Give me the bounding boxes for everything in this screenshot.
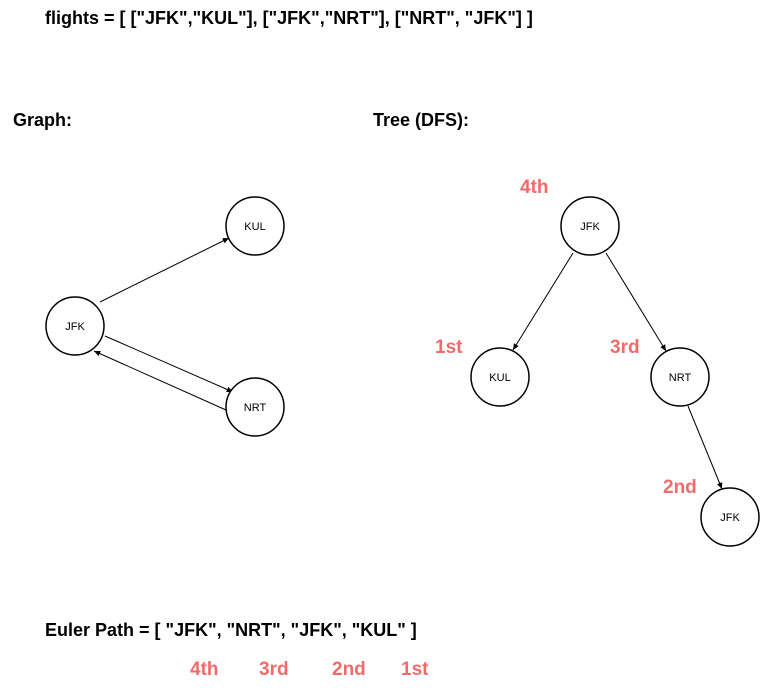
tree-node-jfk-leaf: JFK bbox=[700, 487, 760, 547]
order-label-1st: 1st bbox=[435, 337, 463, 358]
order-label-3rd: 3rd bbox=[610, 337, 640, 358]
tree-edge-jfk-nrt bbox=[605, 252, 667, 352]
graph-node-label: JFK bbox=[65, 321, 85, 333]
order-label-2nd: 2nd bbox=[663, 477, 697, 498]
graph-node-label: KUL bbox=[244, 221, 265, 233]
edge-nrt-jfk bbox=[93, 350, 227, 411]
tree-node-nrt: NRT bbox=[650, 347, 710, 407]
graph-node-label: NRT bbox=[244, 402, 267, 414]
edge-jfk-kul bbox=[99, 237, 230, 303]
tree-node-label: NRT bbox=[669, 372, 692, 384]
euler-order-3: 2nd bbox=[332, 659, 366, 680]
tree-node-label: JFK bbox=[720, 512, 740, 524]
tree-node-label: JFK bbox=[580, 221, 600, 233]
tree-node-kul: KUL bbox=[470, 347, 530, 407]
tree-edge-nrt-jfk bbox=[687, 405, 723, 490]
graph-node-jfk: JFK bbox=[45, 296, 105, 356]
graph-node-kul: KUL bbox=[225, 196, 285, 256]
tree-node-jfk-root: JFK bbox=[560, 196, 620, 256]
flights-text: flights = [ ["JFK","KUL"], ["JFK","NRT"]… bbox=[45, 8, 533, 28]
tree-node-label: KUL bbox=[489, 372, 510, 384]
euler-order-2: 3rd bbox=[259, 659, 289, 680]
euler-order-4: 1st bbox=[401, 659, 429, 680]
euler-order-1: 4th bbox=[190, 659, 219, 680]
graph-node-nrt: NRT bbox=[225, 377, 285, 437]
edge-jfk-nrt bbox=[104, 335, 234, 393]
euler-path-text: Euler Path = [ "JFK", "NRT", "JFK", "KUL… bbox=[45, 620, 417, 640]
graph-title: Graph: bbox=[13, 110, 73, 130]
tree-title: Tree (DFS): bbox=[373, 110, 470, 130]
order-label-4th: 4th bbox=[520, 177, 549, 198]
tree-edge-jfk-kul bbox=[512, 252, 574, 351]
